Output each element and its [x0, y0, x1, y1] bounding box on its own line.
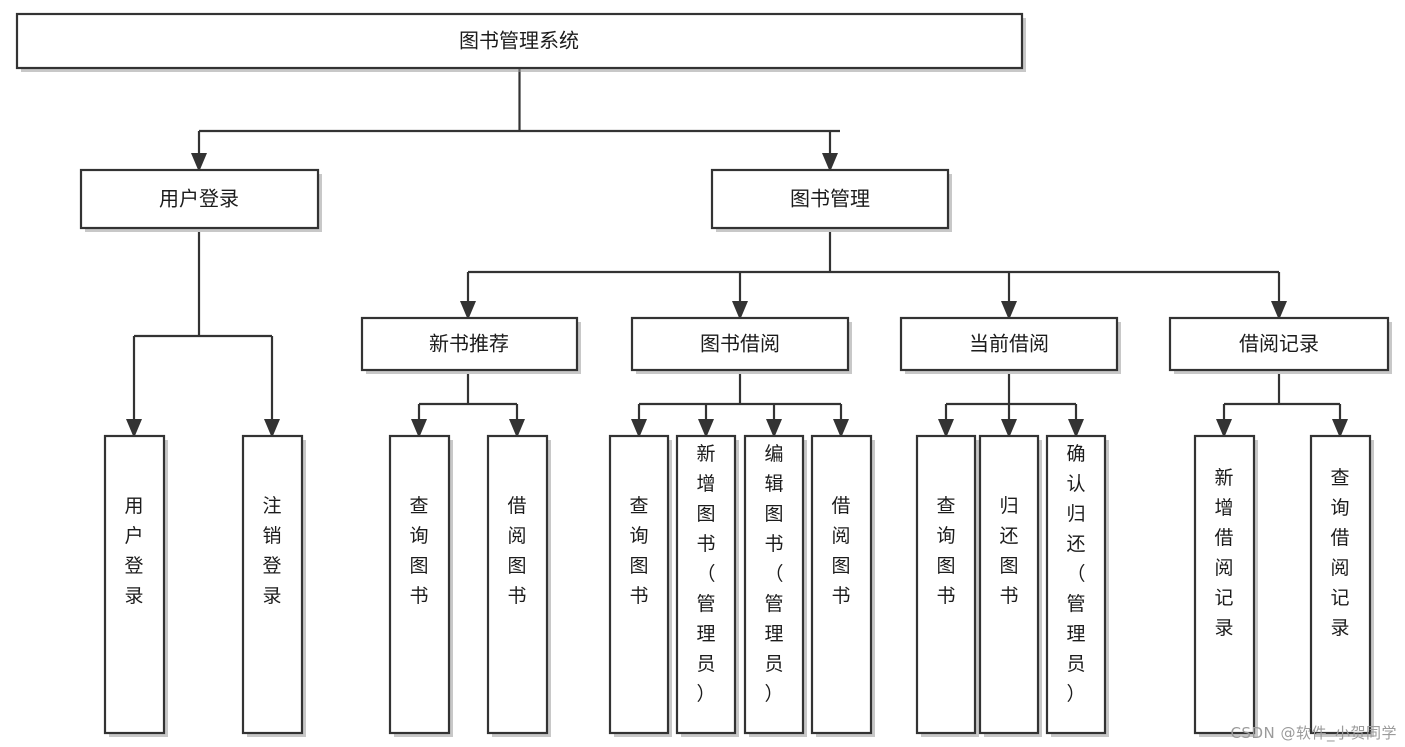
- leaf-box[interactable]: [915, 434, 977, 735]
- node-borrow-record-box[interactable]: [1168, 316, 1390, 372]
- leaf-new-book-1[interactable]: 借阅图书: [486, 434, 551, 737]
- leaf-book-borrow-0[interactable]: 查询图书: [608, 434, 672, 737]
- leaf-book-borrow-1[interactable]: 新增图书（管理员）: [675, 434, 739, 737]
- leaf-label: 借阅图书: [507, 495, 526, 607]
- node-root-label: 图书管理系统: [459, 29, 579, 53]
- leaf-current-borrow-2[interactable]: 确认归还（管理员）: [1045, 434, 1109, 737]
- leaf-label: 确认归还（管理员）: [1066, 443, 1085, 705]
- leaf-label: 新增借阅记录: [1214, 467, 1233, 639]
- leaf-user-login-1[interactable]: 注销登录: [241, 434, 306, 737]
- leaf-label: 注销登录: [262, 495, 281, 607]
- node-book-borrow-label: 图书借阅: [700, 332, 780, 356]
- leaf-borrow-record-0[interactable]: 新增借阅记录: [1193, 434, 1258, 737]
- node-user-login[interactable]: 用户登录: [79, 168, 322, 232]
- leaf-box[interactable]: [1309, 434, 1372, 735]
- connector-group-newbook: [411, 374, 525, 438]
- leaf-label: 查询图书: [409, 495, 428, 607]
- leaf-label: 查询图书: [629, 495, 648, 607]
- node-current-borrow[interactable]: 当前借阅: [899, 316, 1121, 374]
- leaf-label: 新增图书（管理员）: [696, 443, 715, 705]
- leaf-box[interactable]: [1045, 434, 1107, 735]
- node-root-box[interactable]: [15, 12, 1024, 70]
- connector-group-current: [938, 374, 1084, 438]
- leaf-box[interactable]: [675, 434, 737, 735]
- connector-group-record: [1216, 374, 1348, 438]
- connector-group-root: [191, 68, 840, 172]
- leaf-new-book-0[interactable]: 查询图书: [388, 434, 453, 737]
- connector-group-borrow: [631, 374, 849, 438]
- leaf-label: 编辑图书（管理员）: [764, 443, 783, 705]
- leaf-box[interactable]: [810, 434, 873, 735]
- connector-group-bookmgmt: [460, 232, 1287, 320]
- leaf-user-login-0[interactable]: 用户登录: [103, 434, 168, 737]
- leaf-label: 归还图书: [999, 495, 1018, 607]
- watermark-label: CSDN @软件_小贺同学: [1230, 724, 1397, 742]
- leaf-label: 借阅图书: [831, 495, 850, 607]
- node-book-management-label: 图书管理: [790, 187, 870, 211]
- node-book-borrow[interactable]: 图书借阅: [630, 316, 852, 374]
- node-current-borrow-label: 当前借阅: [969, 332, 1049, 356]
- leaf-box[interactable]: [743, 434, 805, 735]
- leaf-label: 用户登录: [124, 495, 143, 607]
- leaf-box[interactable]: [103, 434, 166, 735]
- node-book-borrow-box[interactable]: [630, 316, 850, 372]
- leaf-box[interactable]: [388, 434, 451, 735]
- node-current-borrow-box[interactable]: [899, 316, 1119, 372]
- leaf-box[interactable]: [241, 434, 304, 735]
- leaf-box[interactable]: [608, 434, 670, 735]
- leaf-box[interactable]: [1193, 434, 1256, 735]
- leaf-label: 查询借阅记录: [1330, 467, 1349, 639]
- node-new-book-recommend[interactable]: 新书推荐: [360, 316, 581, 374]
- leaf-borrow-record-1[interactable]: 查询借阅记录: [1309, 434, 1374, 737]
- leaf-current-borrow-1[interactable]: 归还图书: [978, 434, 1042, 737]
- leaf-book-borrow-2[interactable]: 编辑图书（管理员）: [743, 434, 807, 737]
- node-borrow-record[interactable]: 借阅记录: [1168, 316, 1392, 374]
- leaf-label: 查询图书: [936, 495, 955, 607]
- node-borrow-record-label: 借阅记录: [1239, 332, 1319, 356]
- node-user-login-label: 用户登录: [159, 187, 239, 211]
- node-root[interactable]: 图书管理系统: [15, 12, 1026, 72]
- leaf-current-borrow-0[interactable]: 查询图书: [915, 434, 979, 737]
- node-new-book-recommend-label: 新书推荐: [429, 332, 509, 356]
- node-new-book-recommend-box[interactable]: [360, 316, 579, 372]
- leaf-box[interactable]: [978, 434, 1040, 735]
- node-user-login-box[interactable]: [79, 168, 320, 230]
- leaf-book-borrow-3[interactable]: 借阅图书: [810, 434, 875, 737]
- connector-group-userlogin: [126, 232, 280, 438]
- leaf-box[interactable]: [486, 434, 549, 735]
- node-book-management-box[interactable]: [710, 168, 950, 230]
- node-book-management[interactable]: 图书管理: [710, 168, 952, 232]
